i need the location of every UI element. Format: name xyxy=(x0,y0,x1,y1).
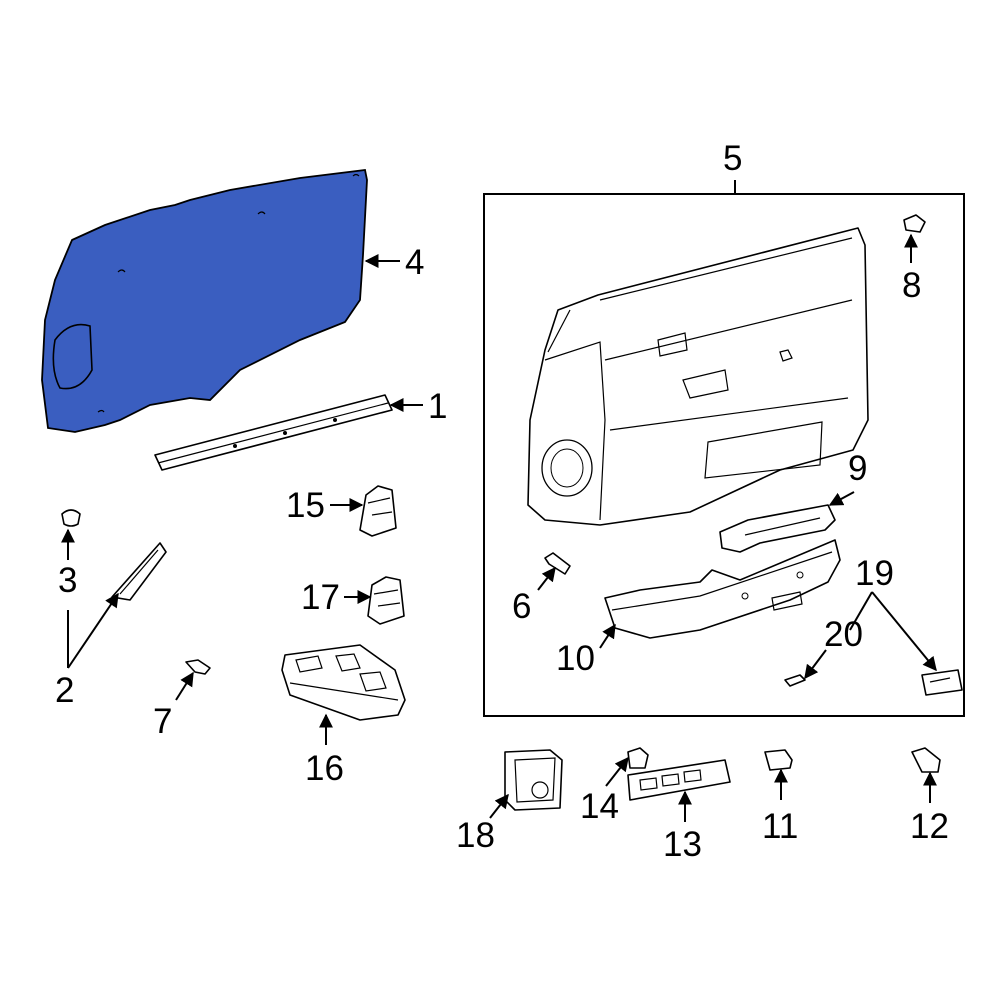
callout-8: 8 xyxy=(902,266,921,305)
callout-13: 13 xyxy=(663,825,702,864)
part-17-switch[interactable] xyxy=(367,576,405,625)
part-16-master-switch[interactable] xyxy=(281,644,406,721)
callout-4: 4 xyxy=(405,243,424,282)
part-14-clip[interactable] xyxy=(627,747,649,769)
callout-1: 1 xyxy=(428,387,447,426)
assembly-5-frame xyxy=(483,193,965,717)
part-12-clip[interactable] xyxy=(911,747,941,773)
part-18-mirror-switch[interactable] xyxy=(504,749,563,811)
callout-10: 10 xyxy=(556,639,595,678)
callout-15: 15 xyxy=(286,486,325,525)
callout-9: 9 xyxy=(848,449,867,488)
callout-14: 14 xyxy=(580,787,619,826)
callout-3: 3 xyxy=(58,561,77,600)
callout-19: 19 xyxy=(855,554,894,593)
callout-2: 2 xyxy=(55,671,74,710)
part-7-screw[interactable] xyxy=(185,659,211,675)
callout-12: 12 xyxy=(910,807,949,846)
callout-17: 17 xyxy=(301,578,340,617)
callout-20: 20 xyxy=(824,615,863,654)
callout-labels: 1 2 3 4 5 6 7 8 9 10 11 12 13 14 15 16 1… xyxy=(55,139,949,864)
part-1-belt-molding[interactable] xyxy=(154,394,393,471)
callout-5: 5 xyxy=(723,139,742,178)
part-9-armrest-handle[interactable] xyxy=(719,504,836,553)
part-11-clip[interactable] xyxy=(764,749,793,771)
callout-7: 7 xyxy=(153,702,172,741)
watershield-speaker-cutout xyxy=(52,323,93,390)
part-13-switch-bezel[interactable] xyxy=(627,759,731,801)
part-8-clip[interactable] xyxy=(903,214,926,233)
watershield-highlight xyxy=(41,169,368,433)
callout-11: 11 xyxy=(762,807,798,846)
callout-18: 18 xyxy=(456,816,495,855)
door-trim-panel[interactable] xyxy=(527,227,869,526)
part-4-watershield[interactable] xyxy=(41,169,368,433)
callout-16: 16 xyxy=(305,749,344,788)
part-2-triangle-cover[interactable] xyxy=(111,542,167,601)
part-15-switch[interactable] xyxy=(359,485,397,537)
part-6-screw[interactable] xyxy=(544,552,571,575)
part-20-bulb[interactable] xyxy=(784,674,806,687)
part-19-lamp-lens[interactable] xyxy=(921,669,963,696)
part-3-clip[interactable] xyxy=(61,509,81,527)
leader-lines xyxy=(61,180,937,822)
callout-6: 6 xyxy=(512,587,531,626)
part-10-armrest-base[interactable] xyxy=(604,539,841,639)
